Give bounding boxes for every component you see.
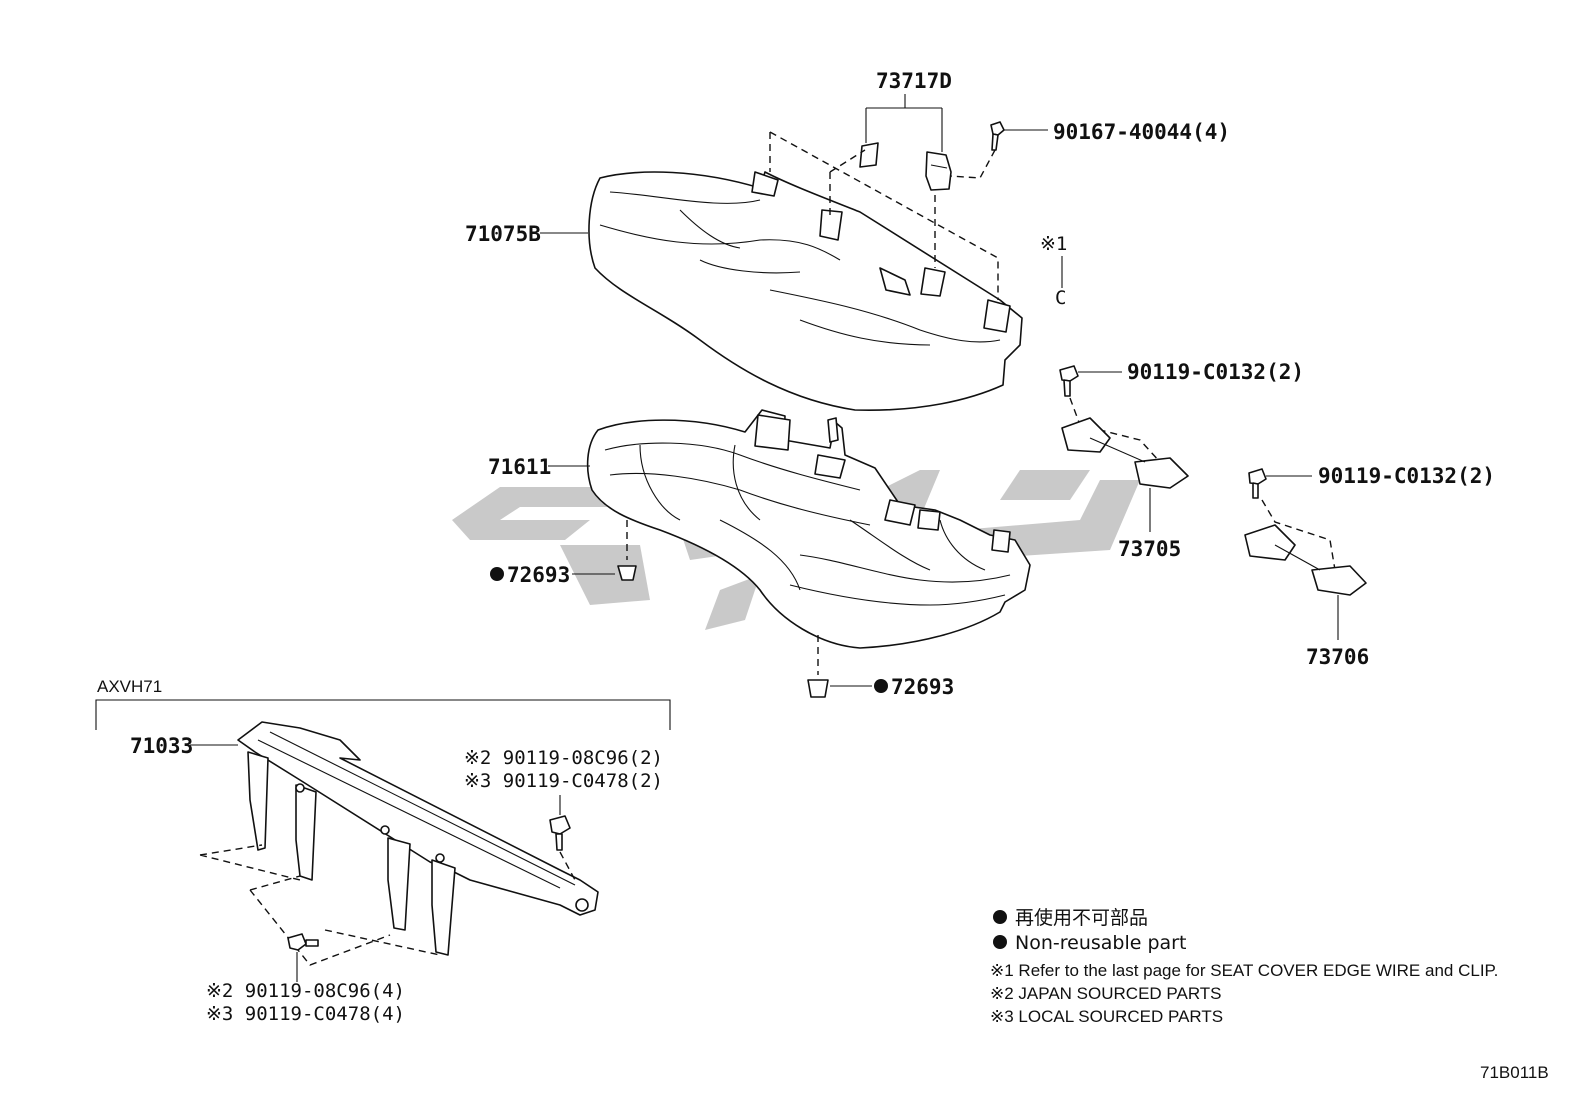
- legend-note2: ※2 JAPAN SOURCED PARTS: [990, 984, 1222, 1003]
- legend-en: Non-reusable part: [1015, 932, 1186, 954]
- label-90119-C0132-a: 90119-C0132(2): [1127, 360, 1304, 384]
- hinge-73706: [1244, 468, 1367, 640]
- seat-cushion-cover-71075B: [540, 131, 1023, 412]
- group-bracket: [95, 699, 671, 730]
- label-72693-left: 72693: [507, 563, 570, 587]
- hinge-73705: [1059, 365, 1189, 532]
- non-reusable-bullet-en: [993, 935, 1007, 949]
- non-reusable-bullet-jp: [993, 910, 1007, 924]
- label-bolt-right-1: ※2 90119-08C96(2): [464, 747, 663, 769]
- label-71033: 71033: [130, 734, 193, 758]
- clip-72693-bottom: [807, 635, 888, 698]
- legend: 再使用不可部品 Non-reusable part ※1 Refer to th…: [990, 907, 1498, 1026]
- seat-cushion-pad-71611: [548, 409, 1031, 649]
- legend-note3: ※3 LOCAL SOURCED PARTS: [990, 1007, 1223, 1026]
- bolt-90167: [949, 121, 1048, 179]
- label-73706: 73706: [1306, 645, 1369, 669]
- label-71611: 71611: [488, 455, 551, 479]
- bracket-73717D: [859, 94, 952, 191]
- note1-marker: ※1: [1040, 233, 1067, 255]
- label-bolt-right-2: ※3 90119-C0478(2): [464, 770, 663, 792]
- figure-code: 71B011B: [1480, 1063, 1549, 1082]
- label-90119-C0132-b: 90119-C0132(2): [1318, 464, 1495, 488]
- frame-71033: [190, 721, 599, 966]
- label-72693-bottom: 72693: [891, 675, 954, 699]
- legend-jp: 再使用不可部品: [1015, 907, 1148, 929]
- label-90167-40044: 90167-40044(4): [1053, 120, 1230, 144]
- group-label-axvh71: AXVH71: [97, 677, 162, 696]
- clip-c: C: [1055, 287, 1066, 309]
- bolt-frame-bottom: [287, 933, 319, 982]
- clip-72693-left: [490, 520, 637, 581]
- bolt-frame-right: [549, 795, 576, 881]
- legend-note1: ※1 Refer to the last page for SEAT COVER…: [990, 961, 1498, 980]
- label-bolt-bottom-1: ※2 90119-08C96(4): [206, 980, 405, 1002]
- label-73705: 73705: [1118, 537, 1181, 561]
- label-bolt-bottom-2: ※3 90119-C0478(4): [206, 1003, 405, 1025]
- label-73717D: 73717D: [876, 69, 952, 93]
- label-71075B: 71075B: [465, 222, 541, 246]
